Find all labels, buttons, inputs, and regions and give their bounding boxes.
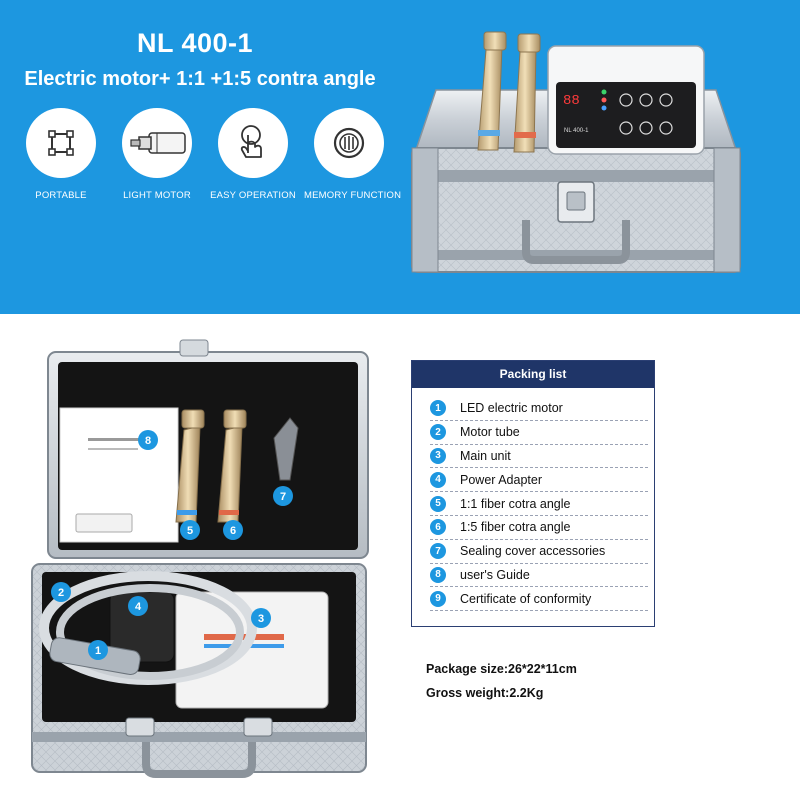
item-text: Certificate of conformity — [460, 591, 592, 606]
product-title: NL 400-1 — [136, 28, 254, 58]
item-number: 3 — [430, 447, 446, 464]
marker-1: 1 — [88, 640, 108, 660]
list-item: 3 Main unit — [430, 445, 648, 469]
item-number: 5 — [430, 495, 446, 512]
item-number: 4 — [430, 471, 446, 488]
list-item: 8 user's Guide — [430, 564, 648, 588]
item-text: Sealing cover accessories — [460, 544, 606, 559]
marker-3: 3 — [251, 608, 271, 628]
list-item: 6 1:5 fiber cotra angle — [430, 516, 648, 540]
top-banner: NL 400-1 Electric motor+ 1:1 +1:5 contra… — [0, 0, 800, 314]
feature-label: EASY OPERATION — [210, 190, 296, 201]
product-subtitle: Electric motor+ 1:1 +1:5 contra angle — [24, 68, 376, 90]
marker-4: 4 — [128, 596, 148, 616]
item-text: Main unit — [460, 448, 511, 463]
device-display-reading: 88 — [563, 93, 580, 109]
feature-label: LIGHT MOTOR — [123, 190, 191, 201]
feature-list: PORTABLE LIGHT MOTOR — [16, 108, 402, 208]
easy-operation-icon — [218, 108, 288, 178]
list-item: 1 LED electric motor — [430, 397, 648, 421]
item-text: Motor tube — [460, 425, 520, 440]
list-item: 4 Power Adapter — [430, 468, 648, 493]
item-text: LED electric motor — [460, 401, 563, 416]
feature-light-motor: LIGHT MOTOR — [112, 108, 202, 201]
item-number: 9 — [430, 590, 446, 607]
marker-8: 8 — [138, 430, 158, 450]
package-size: Package size:26*22*11cm — [426, 662, 577, 676]
item-text: 1:5 fiber cotra angle — [460, 520, 571, 535]
svg-text:7: 7 — [280, 491, 286, 503]
packing-list: 1 LED electric motor 2 Motor tube 3 Main un… — [430, 397, 648, 612]
item-number: 6 — [430, 519, 446, 536]
svg-text:8: 8 — [145, 435, 151, 447]
gross-weight: Gross weight:2.2Kg — [426, 686, 544, 700]
svg-text:3: 3 — [258, 613, 264, 625]
portable-icon — [26, 108, 96, 178]
item-text: 1:1 fiber cotra angle — [460, 496, 571, 511]
marker-5: 5 — [180, 520, 200, 540]
item-text: Power Adapter — [460, 472, 542, 487]
svg-text:5: 5 — [187, 525, 193, 537]
svg-text:2: 2 — [58, 587, 64, 599]
item-number: 7 — [430, 543, 446, 560]
svg-text:6: 6 — [230, 525, 236, 537]
device-label: NL 400-1 — [564, 128, 589, 134]
item-number: 1 — [430, 400, 446, 417]
marker-7: 7 — [273, 486, 293, 506]
product-case-photo: 88 NL 400-1 — [411, 31, 741, 273]
memory-function-icon — [314, 108, 384, 178]
item-text: user's Guide — [460, 567, 530, 582]
svg-text:4: 4 — [135, 601, 142, 613]
feature-memory-function: MEMORY FUNCTION — [304, 108, 402, 201]
feature-easy-operation: EASY OPERATION — [208, 108, 298, 201]
item-number: 8 — [430, 566, 446, 583]
list-item: 5 1:1 fiber cotra angle — [430, 492, 648, 516]
light-motor-icon — [122, 108, 192, 178]
marker-6: 6 — [223, 520, 243, 540]
feature-label: PORTABLE — [35, 190, 87, 201]
list-item: 7 Sealing cover accessories — [430, 540, 648, 564]
feature-label: MEMORY FUNCTION — [304, 190, 402, 201]
item-number: 2 — [430, 424, 446, 441]
packing-list-panel: Packing list 1 LED electric motor 2 Motor … — [411, 360, 655, 627]
packing-list-title: Packing list — [412, 361, 654, 388]
feature-portable: PORTABLE — [16, 108, 106, 201]
list-item: 2 Motor tube — [430, 421, 648, 445]
open-kit-photo: 8 5 6 7 2 4 3 1 — [31, 339, 369, 778]
list-item: 9 Certificate of conformity — [430, 587, 648, 612]
marker-2: 2 — [51, 582, 71, 602]
svg-text:1: 1 — [95, 645, 101, 657]
